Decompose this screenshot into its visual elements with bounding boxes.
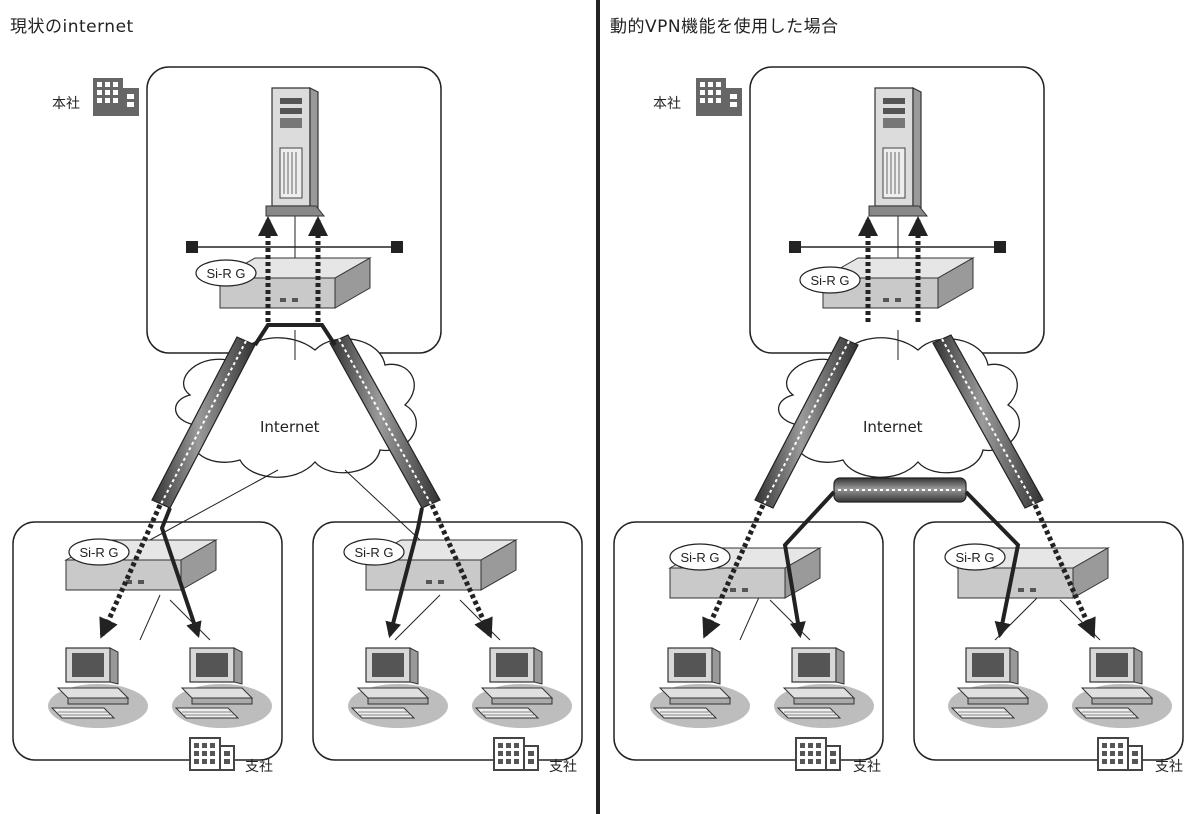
left-panel (12, 66, 583, 771)
left-arrow-branch1-pc1 (99, 503, 163, 639)
right-branch2-router-label: Si-R G (956, 550, 995, 565)
right-hq-router-label: Si-R G (811, 273, 850, 288)
right-branch1-label: 支社 (853, 759, 881, 775)
right-lan-endpoint-left (789, 241, 801, 253)
left-hq-router-label: Si-R G (207, 266, 246, 281)
router-badge-texts: Si-R G Si-R G Si-R G Si-R G Si-R G Si-R … (80, 266, 995, 565)
left-internet-label: Internet (260, 418, 320, 436)
right-arrow-branch1-pc2 (782, 490, 836, 639)
right-internet-label: Internet (863, 418, 923, 436)
left-panel-title: 現状のinternet (10, 17, 134, 37)
right-hq-building-icon (696, 78, 742, 116)
left-branch1-router-label: Si-R G (80, 545, 119, 560)
right-panel-title: 動的VPN機能を使用した場合 (610, 17, 839, 37)
right-arrow-branch2-pc2 (1032, 503, 1096, 639)
right-dynamic-vpn-tunnel (833, 477, 967, 503)
right-lan-endpoint-right (994, 241, 1006, 253)
panel-divider (596, 0, 600, 814)
left-hq-label: 本社 (52, 96, 80, 112)
left-arrow-branch2-pc1 (385, 507, 424, 639)
left-lan-endpoint-right (391, 241, 403, 253)
right-vpn-tunnel-1 (754, 336, 859, 509)
right-hq-label: 本社 (653, 96, 681, 112)
right-arrow-branch1-pc1 (702, 503, 766, 639)
left-vpn-tunnel-2 (329, 334, 441, 509)
right-branch2-label: 支社 (1155, 759, 1183, 775)
right-panel (613, 66, 1184, 771)
left-branch1-router-badge (68, 538, 130, 566)
right-vpn-tunnel-2 (932, 334, 1044, 509)
left-branch2-label: 支社 (549, 759, 577, 775)
right-branch2-router-badge (944, 543, 1006, 571)
right-branch1-router-label: Si-R G (681, 550, 720, 565)
left-hq-server (265, 87, 325, 217)
left-hq-building-icon (93, 78, 139, 116)
left-branch2-router-badge (343, 538, 405, 566)
right-hq-server (868, 87, 928, 217)
right-arrow-branch2-pc1 (964, 490, 1021, 639)
left-arrow-branch1-pc2 (159, 507, 202, 639)
left-branch2-router-label: Si-R G (355, 545, 394, 560)
left-arrow-branch2-pc2 (429, 503, 493, 639)
right-branch1-router-badge (669, 543, 731, 571)
left-hq-route (253, 323, 337, 347)
right-hq-router-badge (799, 266, 861, 294)
left-hq-router-badge (195, 259, 257, 287)
left-branch1-label: 支社 (245, 759, 273, 775)
left-lan-endpoint-left (186, 241, 198, 253)
